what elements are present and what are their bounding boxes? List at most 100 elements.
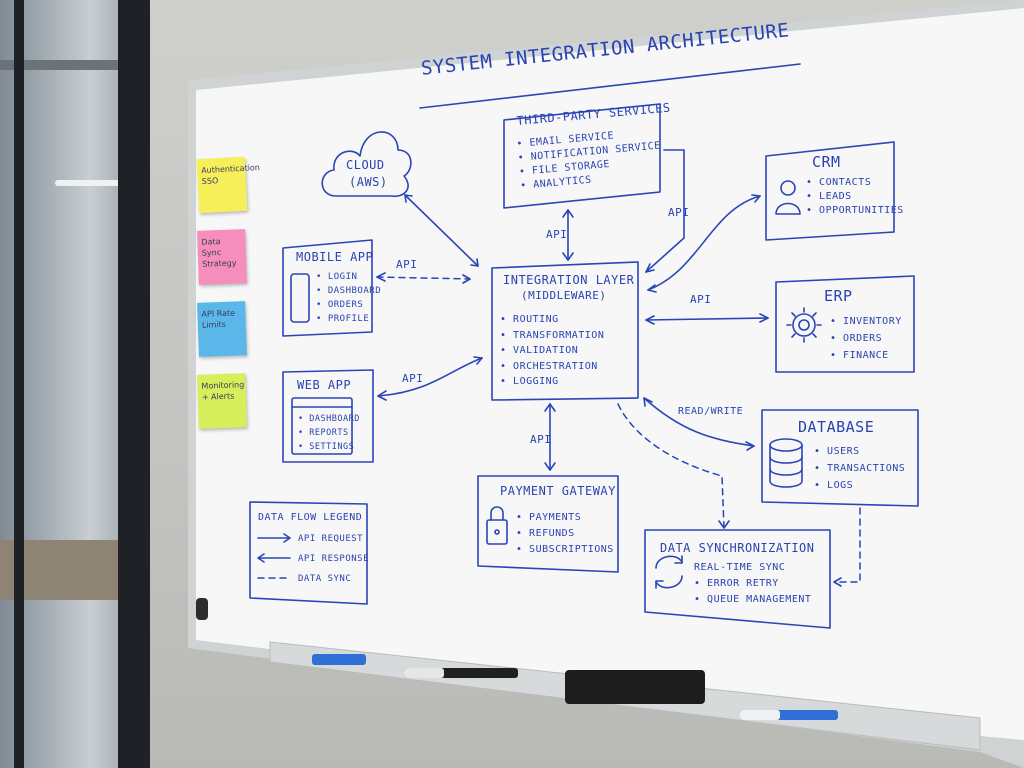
mobile-app-box <box>282 239 373 337</box>
mobile-app-title: MOBILE APP <box>296 250 374 264</box>
legend-response-label: API RESPONSE <box>298 554 370 564</box>
integration-to-sync-dashed <box>617 403 725 529</box>
list-item: • LOGGING <box>500 376 559 387</box>
web-app-box <box>282 369 374 463</box>
list-item: • LEADS <box>806 191 852 202</box>
list-item: • ERROR RETRY <box>694 578 779 589</box>
cloud-to-integration-arrow <box>404 194 479 267</box>
list-item: • INVENTORY <box>830 316 902 327</box>
cloud-icon <box>321 131 412 198</box>
sticky-note-sync: Data Sync Strategy <box>197 229 247 285</box>
list-item: • ORDERS <box>316 300 364 310</box>
sticky-note-text: Monitoring + Alerts <box>201 380 245 402</box>
data-sync-list: REAL-TIME SYNC • ERROR RETRY • QUEUE MAN… <box>694 560 811 608</box>
integration-list: • ROUTING • TRANSFORMATION • VALIDATION … <box>500 312 604 390</box>
arrow-label-payment: API <box>530 433 552 446</box>
data-sync-box <box>644 529 831 629</box>
cloud-sublabel: (AWS) <box>349 175 388 189</box>
web-app-title: WEB APP <box>297 378 352 392</box>
integration-layer-box <box>491 261 639 401</box>
web-arrow <box>377 357 483 397</box>
legend-response-line <box>257 553 291 563</box>
list-item: • REFUNDS <box>516 528 575 539</box>
legend-request-line <box>257 533 291 543</box>
list-item: • PAYMENTS <box>516 512 582 523</box>
data-sync-title: DATA SYNCHRONIZATION <box>660 541 815 555</box>
database-box <box>761 409 919 507</box>
list-item: • LOGIN <box>316 272 358 282</box>
crm-title: CRM <box>812 153 841 171</box>
legend-lines <box>257 533 291 579</box>
list-item: • FINANCE <box>830 350 889 361</box>
list-item: • DASHBOARD <box>316 286 382 296</box>
legend-request-label: API REQUEST <box>298 534 364 544</box>
phone-icon <box>290 273 310 323</box>
arrow-label-erp: API <box>690 293 712 306</box>
database-icon <box>769 438 803 488</box>
eraser <box>565 670 705 704</box>
payment-title: PAYMENT GATEWAY <box>500 484 616 498</box>
list-item: • SETTINGS <box>298 442 355 452</box>
blue-marker <box>312 654 366 665</box>
list-item: • TRANSACTIONS <box>814 463 906 474</box>
list-item: • ORCHESTRATION <box>500 360 598 372</box>
glass-frame <box>118 0 156 768</box>
arrow-label-mobile: API <box>396 258 418 271</box>
erp-list: • INVENTORY • ORDERS • FINANCE <box>830 313 902 364</box>
list-item: • LOGS <box>814 480 854 491</box>
office-shelf <box>0 60 150 70</box>
cloud-label: CLOUD <box>346 158 385 172</box>
list-item: • QUEUE MANAGEMENT <box>694 594 812 605</box>
arrow-label-third-party: API <box>546 228 568 241</box>
database-arrow <box>643 397 755 447</box>
payment-list: • PAYMENTS • REFUNDS • SUBSCRIPTIONS <box>516 510 614 558</box>
arrow-label-database: READ/WRITE <box>678 406 744 417</box>
web-app-list: • DASHBOARD • REPORTS • SETTINGS <box>298 412 360 454</box>
title-underline <box>419 63 801 109</box>
erp-box <box>775 275 915 373</box>
sticky-note-text: API Rate Limits <box>201 308 236 330</box>
list-item: • REPORTS <box>298 428 349 438</box>
sync-icon <box>655 555 683 589</box>
ceiling-light <box>55 180 125 186</box>
board-surface <box>196 8 1024 740</box>
arrow-label-web: API <box>402 372 424 385</box>
erp-arrow <box>645 317 769 321</box>
list-item: • DASHBOARD <box>298 414 360 424</box>
list-item: • ORDERS <box>830 333 883 344</box>
browser-icon <box>291 397 353 455</box>
mobile-app-list: • LOGIN • DASHBOARD • ORDERS • PROFILE <box>316 270 381 326</box>
list-item: • PROFILE <box>316 314 370 324</box>
database-list: • USERS • TRANSACTIONS • LOGS <box>814 443 905 494</box>
crm-arrow <box>647 195 761 291</box>
third-party-right-arrow <box>645 149 685 273</box>
list-item: • ROUTING <box>500 314 559 325</box>
list-item: • VALIDATION <box>500 345 579 356</box>
crm-list: • CONTACTS • LEADS • OPPORTUNITIES <box>806 176 904 218</box>
database-title: DATABASE <box>798 418 875 436</box>
list-item: • SUBSCRIPTIONS <box>516 544 614 555</box>
database-to-sync-dashed <box>833 507 861 583</box>
sticky-note-text: Data Sync Strategy <box>201 237 237 269</box>
integration-title: INTEGRATION LAYER <box>503 273 635 287</box>
list-item: • USERS <box>814 446 860 457</box>
list-item: • CONTACTS <box>806 177 872 188</box>
integration-subtitle: (MIDDLEWARE) <box>521 289 607 302</box>
arrow-label-crm: API <box>668 206 690 219</box>
sticky-note-auth: Authentication SSO <box>196 156 260 214</box>
glass-frame <box>14 0 24 768</box>
lock-icon <box>486 506 508 545</box>
legend-box <box>249 501 368 605</box>
legend-sync-label: DATA SYNC <box>298 574 352 584</box>
board-clip <box>196 598 208 620</box>
mobile-arrow <box>376 276 471 280</box>
list-item: REAL-TIME SYNC <box>694 562 786 573</box>
crm-box <box>765 141 895 241</box>
third-party-box <box>503 103 661 209</box>
legend-title: DATA FLOW LEGEND <box>258 512 363 523</box>
erp-title: ERP <box>824 287 853 305</box>
list-item: • OPPORTUNITIES <box>806 205 904 216</box>
payment-gateway-box <box>477 475 619 573</box>
